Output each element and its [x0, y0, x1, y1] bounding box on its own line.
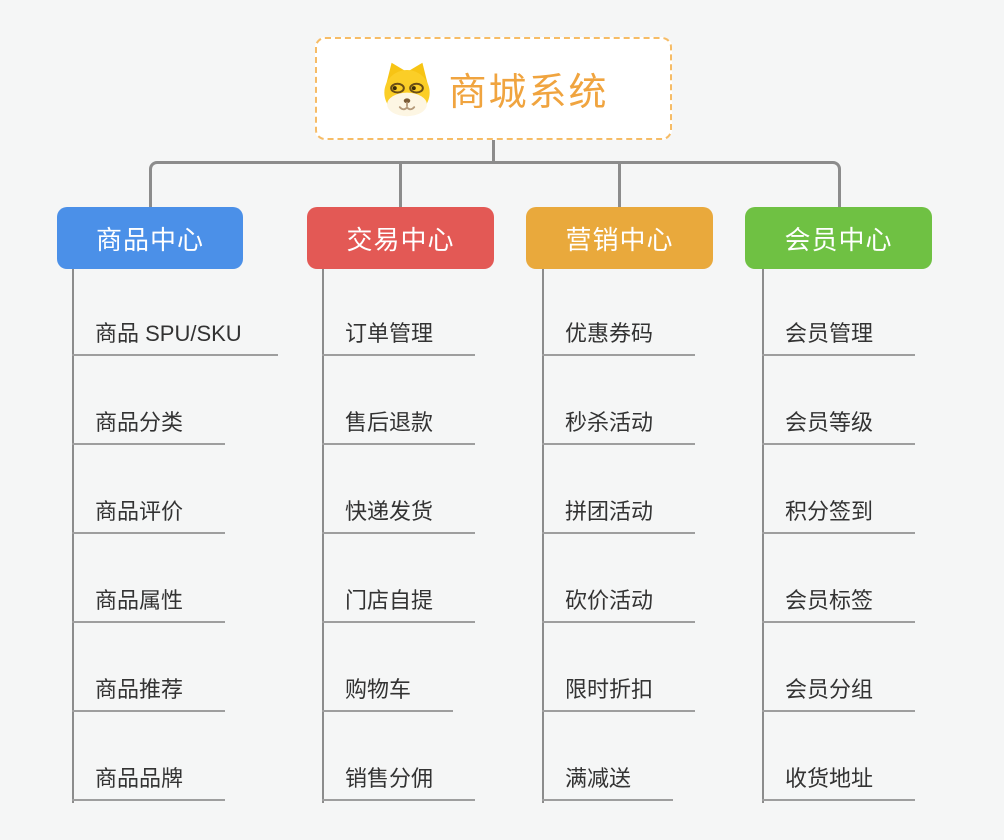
- connector-bus: [149, 161, 841, 209]
- leaf-node[interactable]: 秒杀活动: [542, 401, 695, 445]
- leaf-node[interactable]: 限时折扣: [542, 668, 695, 712]
- leaf-node[interactable]: 购物车: [322, 668, 453, 712]
- leaf-label: 拼团活动: [565, 499, 654, 524]
- leaf-label: 商品评价: [95, 499, 184, 524]
- leaf-label: 商品推荐: [95, 677, 184, 702]
- branch-label: 营销中心: [565, 224, 674, 255]
- leaf-label: 优惠券码: [565, 321, 654, 346]
- leaf-label: 会员等级: [785, 410, 874, 435]
- leaf-label: 商品属性: [95, 588, 184, 613]
- leaf-node[interactable]: 收货地址: [762, 757, 915, 801]
- leaf-label: 销售分佣: [345, 766, 434, 791]
- root-label: 商城系统: [448, 72, 609, 114]
- connector-spine-trade: [322, 269, 324, 803]
- leaf-node[interactable]: 会员分组: [762, 668, 915, 712]
- branch-label: 会员中心: [784, 224, 893, 255]
- leaf-label: 商品分类: [95, 410, 184, 435]
- connector-spine-member: [762, 269, 764, 803]
- leaf-node[interactable]: 售后退款: [322, 401, 475, 445]
- leaf-label: 门店自提: [345, 588, 434, 613]
- leaf-node[interactable]: 砍价活动: [542, 579, 695, 623]
- leaf-node[interactable]: 商品品牌: [72, 757, 225, 801]
- leaf-node[interactable]: 会员等级: [762, 401, 915, 445]
- leaf-node[interactable]: 满减送: [542, 757, 673, 801]
- leaf-label: 会员标签: [785, 588, 874, 613]
- leaf-label: 满减送: [565, 766, 632, 791]
- branch-label: 商品中心: [95, 224, 204, 255]
- branch-node-product-center[interactable]: 商品中心: [57, 207, 243, 269]
- leaf-node[interactable]: 拼团活动: [542, 490, 695, 534]
- leaf-node[interactable]: 快递发货: [322, 490, 475, 534]
- leaf-node[interactable]: 积分签到: [762, 490, 915, 534]
- leaf-label: 订单管理: [345, 321, 434, 346]
- connector-drop-marketing: [618, 163, 621, 208]
- branch-label: 交易中心: [346, 224, 455, 255]
- leaf-node[interactable]: 商品属性: [72, 579, 225, 623]
- leaf-node[interactable]: 商品 SPU/SKU: [72, 312, 278, 356]
- leaf-label: 会员分组: [785, 677, 874, 702]
- leaf-node[interactable]: 商品分类: [72, 401, 225, 445]
- leaf-node[interactable]: 会员管理: [762, 312, 915, 356]
- connector-drop-trade: [399, 163, 402, 208]
- leaf-node[interactable]: 会员标签: [762, 579, 915, 623]
- leaf-node[interactable]: 商品评价: [72, 490, 225, 534]
- connector-spine-marketing: [542, 269, 544, 803]
- leaf-label: 限时折扣: [565, 677, 654, 702]
- branch-node-member-center[interactable]: 会员中心: [745, 207, 932, 269]
- leaf-node[interactable]: 订单管理: [322, 312, 475, 356]
- connector-spine-product: [72, 269, 74, 803]
- root-node[interactable]: 商城系统: [315, 37, 672, 140]
- leaf-label: 砍价活动: [565, 588, 654, 613]
- branch-node-marketing-center[interactable]: 营销中心: [526, 207, 713, 269]
- leaf-node[interactable]: 优惠券码: [542, 312, 695, 356]
- leaf-node[interactable]: 销售分佣: [322, 757, 475, 801]
- leaf-label: 商品 SPU/SKU: [95, 321, 242, 346]
- leaf-label: 收货地址: [785, 766, 874, 791]
- leaf-label: 商品品牌: [95, 766, 184, 791]
- leaf-label: 会员管理: [785, 321, 874, 346]
- connector-root-drop: [492, 140, 495, 163]
- leaf-label: 积分签到: [785, 499, 874, 524]
- leaf-label: 购物车: [345, 677, 412, 702]
- leaf-node[interactable]: 商品推荐: [72, 668, 225, 712]
- leaf-node[interactable]: 门店自提: [322, 579, 475, 623]
- leaf-label: 快递发货: [345, 499, 434, 524]
- branch-node-trade-center[interactable]: 交易中心: [307, 207, 494, 269]
- leaf-label: 秒杀活动: [565, 410, 654, 435]
- leaf-label: 售后退款: [345, 410, 434, 435]
- dog-face-icon: [378, 60, 436, 118]
